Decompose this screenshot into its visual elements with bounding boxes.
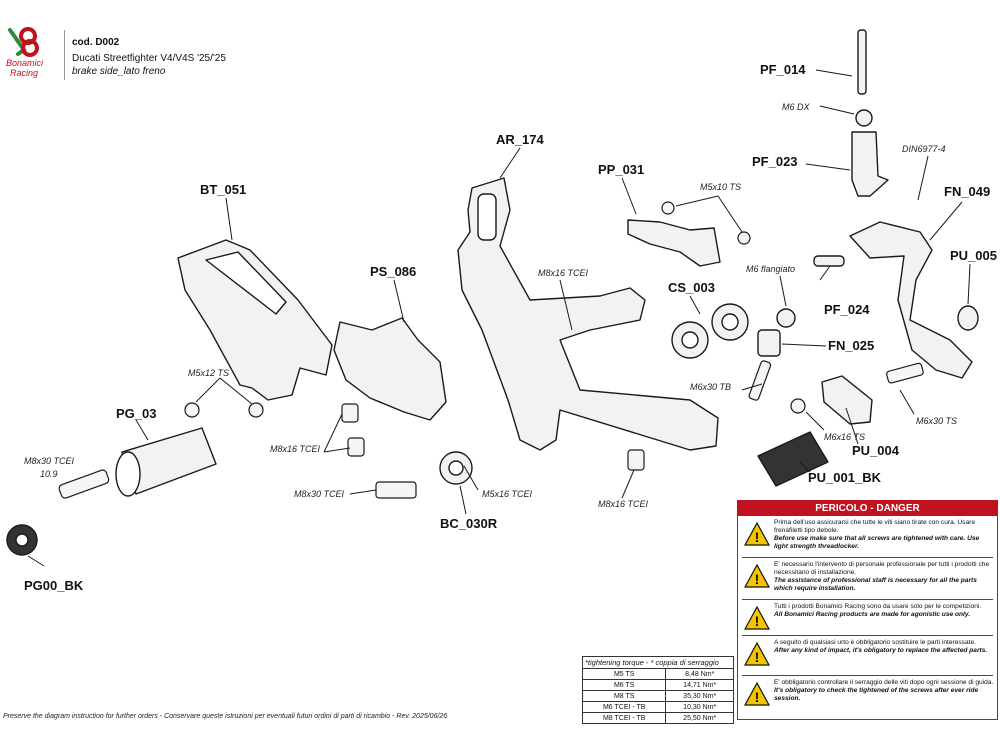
label-din6977: DIN6977-4 [902,144,946,154]
torque-screw: M6 TCEI - TB [581,701,667,713]
pin-part [857,29,867,95]
warning-triangle-icon: ! [744,605,770,630]
label-m5x10: M5x10 TS [700,182,741,192]
svg-text:!: ! [755,529,760,545]
label-pp-031: PP_031 [598,162,644,177]
label-pf-023: PF_023 [752,154,798,169]
warning-text-en: After any kind of impact, it's obligator… [774,647,988,654]
label-m6-flangiato: M6 flangiato [746,264,795,274]
label-m8x16-left: M8x16 TCEI [270,444,321,454]
label-pg00-bk: PG00_BK [24,578,84,593]
label-fn-049: FN_049 [944,184,990,199]
brake-lever-part [849,221,973,379]
clip-part [757,329,781,357]
label-bc-030r: BC_030R [440,516,498,531]
svg-text:!: ! [755,689,760,705]
svg-text:!: ! [755,613,760,629]
torque-screw: M6 TS [581,679,667,691]
svg-text:!: ! [755,649,760,665]
warning-text-en: Before use make sure that all screws are… [774,535,980,550]
torque-value: 8,48 Nm* [665,668,734,680]
torque-value: 25,50 Nm* [665,712,734,724]
warning-text-en: It's obligatory to check the tightened o… [774,687,979,702]
rubber-grip-part [757,431,829,487]
torque-value: 35,30 Nm* [665,690,734,702]
header-divider [64,30,65,80]
bonamici-logo-icon [8,27,39,57]
danger-divider [742,599,993,600]
bush-part [957,305,979,331]
label-pf-024: PF_024 [824,302,870,317]
label-m8x16-top: M8x16 TCEI [538,268,589,278]
label-m8x16-bottom: M8x16 TCEI [598,499,649,509]
label-m8x30-mid: M8x30 TCEI [294,489,345,499]
warning-text-it: Prima dell'uso assicurarsi che tutte le … [774,519,975,534]
danger-divider [742,635,993,636]
warning-text-en: The assistance of professional staff is … [774,577,977,592]
torque-header: *tightening torque - * coppia di serragg… [582,656,734,669]
side-label: brake side_lato freno [72,66,166,77]
warning-text-en: All Bonamici Racing products are made fo… [774,611,971,618]
danger-box: PERICOLO - DANGER ! Prima dell'uso assic… [737,500,998,720]
label-m6-dx: M6 DX [782,102,811,112]
label-m5x12: M5x12 TS [188,368,229,378]
label-pu-004: PU_004 [852,443,900,458]
warning-text-it: E' necessario l'intervento di personale … [774,561,990,576]
torque-screw: M8 TS [581,690,667,702]
label-bt-051: BT_051 [200,182,246,197]
label-m6x16: M6x16 TS [824,432,865,442]
link-part [627,219,721,267]
label-m5x16: M5x16 TCEI [482,489,533,499]
label-pg-03: PG_03 [116,406,156,421]
warning-triangle-icon: ! [744,641,770,666]
label-m6x30-ts: M6x30 TS [916,416,957,426]
product-code: cod. D002 [72,37,120,48]
model-name: Ducati Streetfighter V4/V4S '25/'25 [72,53,226,64]
torque-screw: M8 TCEI - TB [581,712,667,724]
warning-triangle-icon: ! [744,681,770,706]
label-grade: 10.9 [40,469,58,479]
pivot-part [851,131,889,197]
danger-divider [742,675,993,676]
torque-screw: M5 TS [581,668,667,680]
warning-triangle-icon: ! [744,521,770,546]
heel-guard-part [177,239,333,401]
danger-divider [742,557,993,558]
label-m6x30-tb: M6x30 TB [690,382,731,392]
spacer-plate-part [821,375,873,425]
torque-table: *tightening torque - * coppia di serragg… [581,656,734,724]
peg-plate-part [333,317,447,421]
label-cs-003: CS_003 [668,280,715,295]
header: Bonamici Racing cod. D002 Ducati Streetf… [0,0,260,90]
label-m8x30-left: M8x30 TCEI [24,456,75,466]
main-bracket-part [457,177,719,451]
footer-note: Preserve the diagram instruction for fur… [3,713,448,720]
label-ar-174: AR_174 [496,132,544,147]
warning-text-it: Tutti i prodotti Bonamici Racing sono da… [774,603,982,610]
label-pf-014: PF_014 [760,62,806,77]
warning-triangle-icon: ! [744,563,770,588]
svg-text:!: ! [755,571,760,587]
brand-name: Bonamici Racing [6,58,44,78]
label-ps-086: PS_086 [370,264,416,279]
label-pu-005: PU_005 [950,248,997,263]
danger-title: PERICOLO - DANGER [738,501,997,516]
torque-value: 14,71 Nm* [665,679,734,691]
torque-value: 10,30 Nm* [665,701,734,713]
label-pu-001-bk: PU_001_BK [808,470,882,485]
label-fn-025: FN_025 [828,338,874,353]
warning-text-it: A seguito di qualsiasi urto è obbligator… [774,639,976,646]
warning-text-it: E' obbligatorio controllare il serraggio… [774,679,994,686]
